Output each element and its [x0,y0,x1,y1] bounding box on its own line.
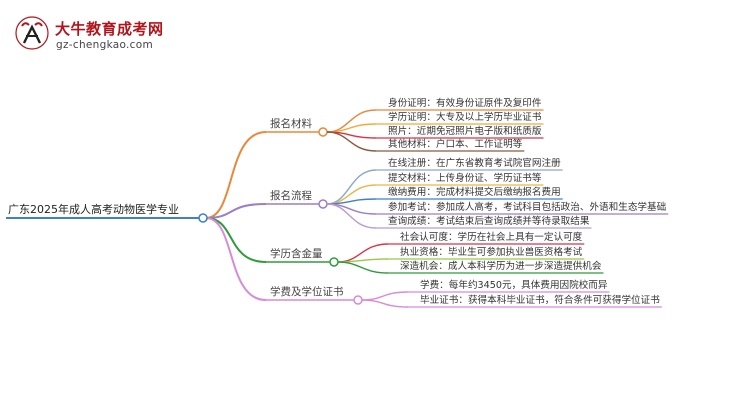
leaf-item[interactable]: 身份证明：有效身份证原件及复印件 [388,98,542,109]
site-header: 大牛教育成考网 gz-chengkao.com [0,0,750,60]
leaf-connector [326,203,377,229]
leaf-connector [326,198,377,205]
branch-connector [205,131,267,219]
branch-label[interactable]: 报名流程 [270,190,312,202]
leaf-item[interactable]: 照片：近期免冠照片电子版和纸质版 [388,126,542,137]
leaf-item[interactable]: 参加考试：参加成人高考，考试科目包括政治、外语和生态学基础 [388,202,667,213]
site-title[interactable]: 大牛教育成考网 [55,20,164,38]
branch-node[interactable] [318,199,328,209]
branch-connector [205,217,267,263]
leaf-item[interactable]: 提交材料：上传身份证、学历证书等 [388,173,542,184]
leaf-item[interactable]: 学费：每年约3450元，具体费用因院校而异 [420,280,608,291]
root-node[interactable] [198,213,208,223]
leaf-item[interactable]: 执业资格：毕业生可参加执业兽医资格考试 [400,247,583,258]
leaf-connector [337,261,389,274]
leaf-connector [361,299,409,308]
leaf-item[interactable]: 社会认可度：学历在社会上具有一定认可度 [400,232,583,243]
leaf-item[interactable]: 在线注册：在广东省教育考试院官网注册 [388,158,561,169]
root-topic: 广东2025年成人高考动物医学专业 [8,203,179,216]
branch-node[interactable] [329,257,339,267]
logo-bull-icon [15,16,49,50]
branch-connector [205,203,267,219]
leaf-item[interactable]: 缴纳费用：完成材料提交后缴纳报名费用 [388,187,561,198]
leaf-connector [326,131,377,152]
leaf-item[interactable]: 学历证明：大专及以上学历毕业证书 [388,112,542,123]
branch-label[interactable]: 学历含金量 [270,248,323,260]
branch-node[interactable] [353,295,363,305]
site-url[interactable]: gz-chengkao.com [56,39,154,51]
branch-node[interactable] [318,127,328,137]
leaf-connector [326,109,377,133]
leaf-item[interactable]: 其他材料：户口本、工作证明等 [388,139,523,150]
branch-connector [205,217,267,301]
leaf-item[interactable]: 深造机会：成人本科学历为进一步深造提供机会 [400,261,602,272]
branch-label[interactable]: 报名材料 [270,118,312,130]
branch-label[interactable]: 学费及学位证书 [270,286,344,298]
leaf-connector [361,291,409,301]
leaf-item[interactable]: 查询成绩：考试结束后查询成绩并等待录取结果 [388,216,590,227]
leaf-item[interactable]: 毕业证书：获得本科毕业证书，符合条件可获得学位证书 [420,295,660,306]
